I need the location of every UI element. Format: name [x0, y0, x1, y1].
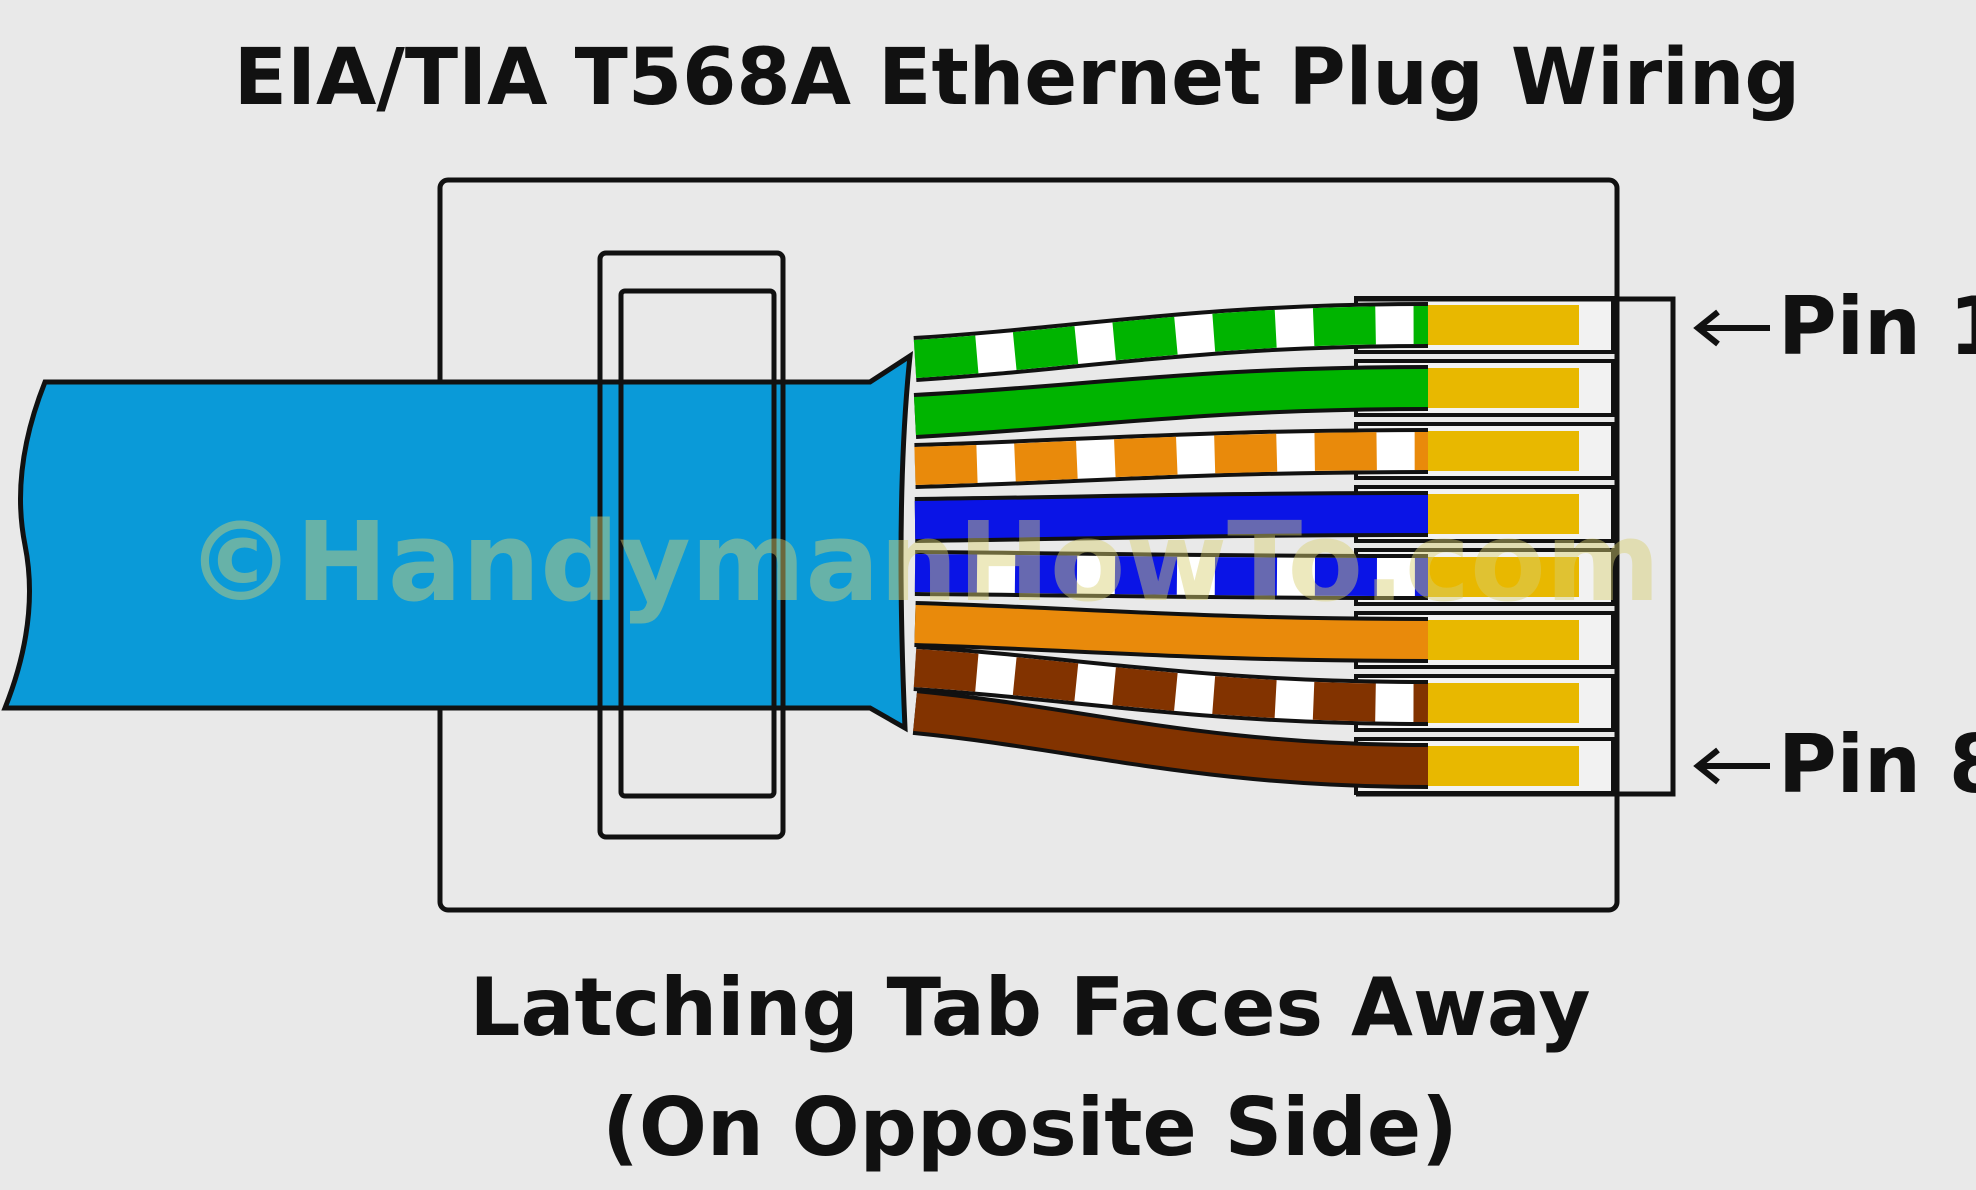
wire-insulation [914, 495, 1429, 539]
wire-5-white-blue [914, 550, 1429, 600]
watermark: ©HandymanHowTo.com [186, 498, 1661, 626]
svg-text:Pin 1: Pin 1 [1778, 280, 1976, 373]
pin-bracket [1356, 296, 1676, 797]
arrow-left-icon [1693, 309, 1770, 347]
diagram-title: EIA/TIA T568A Ethernet Plug Wiring [234, 33, 1801, 123]
contact-pin-5 [1428, 557, 1579, 597]
contact-pin-3 [1428, 431, 1579, 471]
latch-inner [618, 288, 777, 799]
wire-insulation [914, 369, 1429, 435]
wire-7-white-brown [913, 645, 1429, 726]
wire-2-green [913, 365, 1429, 439]
contact-pin-8 [1428, 746, 1579, 786]
wire-insulation [914, 605, 1429, 659]
wire-1-white-green [913, 302, 1429, 382]
wire-stripes [914, 554, 1429, 596]
contact-pin-2 [1428, 368, 1579, 408]
arrow-left-icon [1693, 747, 1770, 785]
wire-8-brown [912, 689, 1429, 789]
caption-line-1: Latching Tab Faces Away [469, 961, 1590, 1054]
wire-6-orange [914, 601, 1429, 663]
wires [912, 302, 1429, 789]
contact-pin-1 [1428, 305, 1579, 345]
wire-4-blue [914, 491, 1429, 543]
wire-stripes [913, 306, 1429, 378]
latch-outer [597, 250, 786, 840]
caption-line-2: (On Opposite Side) [602, 1081, 1457, 1174]
wire-stripes [913, 649, 1429, 722]
wire-3-white-orange [914, 428, 1429, 489]
contact-pin-7 [1428, 683, 1579, 723]
svg-text:Pin 8: Pin 8 [1778, 718, 1976, 811]
cable-jacket [1, 351, 914, 733]
contact-pin-4 [1428, 494, 1579, 534]
pin-1-label: Pin 1 [1693, 280, 1976, 373]
wire-insulation [913, 693, 1429, 785]
wire-stripes [914, 432, 1429, 485]
pin-8-label: Pin 8 [1693, 718, 1976, 811]
contact-pin-6 [1428, 620, 1579, 660]
